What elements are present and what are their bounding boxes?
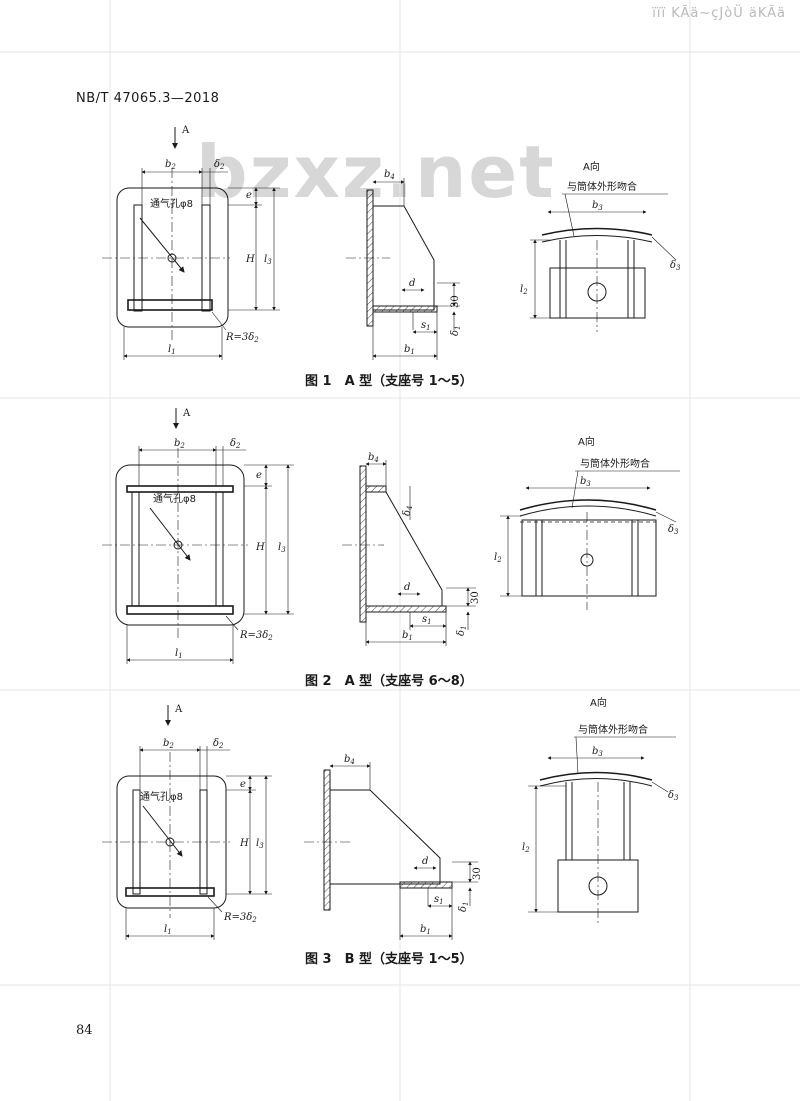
svg-text:e: e xyxy=(246,190,252,201)
svg-text:b3: b3 xyxy=(592,200,603,212)
svg-text:b1: b1 xyxy=(420,924,431,936)
svg-text:b3: b3 xyxy=(580,476,591,488)
svg-text:b4: b4 xyxy=(368,452,379,464)
svg-text:b2: b2 xyxy=(165,159,176,171)
svg-text:A向: A向 xyxy=(590,696,607,709)
conform-note: 与筒体外形吻合 xyxy=(567,180,637,193)
figure-1-front-view: A 通气孔φ8 b2 δ2 xyxy=(102,125,280,360)
svg-text:通气孔φ8: 通气孔φ8 xyxy=(140,790,183,803)
svg-text:s1: s1 xyxy=(421,320,431,332)
header-garbled-text: ïïï KÃä~çJòÜ äKÃä xyxy=(652,6,786,21)
svg-text:δ3: δ3 xyxy=(668,790,679,802)
svg-text:s1: s1 xyxy=(434,894,444,906)
page-number: 84 xyxy=(76,1023,93,1038)
svg-text:l3: l3 xyxy=(256,838,264,850)
vent-hole-label: 通气孔φ8 xyxy=(150,197,193,210)
figure-3-side-view: b4 d 30 δ1 s1 b1 xyxy=(304,754,483,940)
svg-text:30: 30 xyxy=(450,295,461,308)
figure-1-side-view: b4 d 30 δ1 s1 b1 xyxy=(346,169,462,360)
figure-1-caption: 图 1 A 型（支座号 1～5） xyxy=(305,374,473,389)
svg-text:e: e xyxy=(240,779,246,790)
figure-2-a-view: A向 与筒体外形吻合 b3 δ3 xyxy=(494,435,680,610)
svg-text:与筒体外形吻合: 与筒体外形吻合 xyxy=(578,723,648,736)
figure-3-caption: 图 3 B 型（支座号 1～5） xyxy=(305,952,473,967)
svg-text:b3: b3 xyxy=(592,746,603,758)
svg-text:d: d xyxy=(404,582,410,593)
svg-text:b2: b2 xyxy=(163,738,174,750)
figure-1-a-view: A向 与筒体外形吻合 b3 δ3 l2 xyxy=(520,160,681,332)
svg-text:R=3δ2: R=3δ2 xyxy=(239,630,273,642)
svg-text:δ2: δ2 xyxy=(213,738,224,750)
svg-text:d: d xyxy=(422,856,428,867)
figure-2-caption: 图 2 A 型（支座号 6～8） xyxy=(305,674,473,689)
svg-text:H: H xyxy=(239,838,249,849)
svg-text:30: 30 xyxy=(470,591,481,604)
figure-3-a-view: A向 与筒体外形吻合 b3 δ3 l2 xyxy=(522,696,679,926)
svg-text:δ1: δ1 xyxy=(456,626,468,637)
svg-text:e: e xyxy=(256,470,262,481)
svg-text:l1: l1 xyxy=(164,924,172,936)
view-direction-label: A向 xyxy=(583,160,600,173)
svg-text:l3: l3 xyxy=(278,542,286,554)
svg-text:δ4: δ4 xyxy=(402,506,414,517)
svg-text:A向: A向 xyxy=(578,435,595,448)
figure-2-side-view: b4 δ4 d 30 δ1 s1 b1 xyxy=(342,452,481,646)
svg-text:δ3: δ3 xyxy=(670,260,681,272)
svg-text:通气孔φ8: 通气孔φ8 xyxy=(153,492,196,505)
view-arrow-label: A xyxy=(181,125,190,136)
svg-text:30: 30 xyxy=(472,867,483,880)
svg-text:l2: l2 xyxy=(494,552,502,564)
svg-text:δ2: δ2 xyxy=(214,159,225,171)
svg-text:H: H xyxy=(255,542,265,553)
svg-text:A: A xyxy=(174,704,183,715)
svg-text:与筒体外形吻合: 与筒体外形吻合 xyxy=(580,457,650,470)
svg-text:H: H xyxy=(245,254,255,265)
svg-text:b1: b1 xyxy=(402,630,413,642)
figure-3-front-view: A 通气孔φ8 b2 δ2 e xyxy=(102,704,272,940)
svg-text:b1: b1 xyxy=(404,344,415,356)
figure-2: A 通气孔φ8 b2 δ2 xyxy=(102,408,680,664)
svg-text:R=3δ2: R=3δ2 xyxy=(223,912,257,924)
svg-text:δ1: δ1 xyxy=(450,326,462,337)
figure-3: A 通气孔φ8 b2 δ2 e xyxy=(102,696,679,940)
svg-text:l2: l2 xyxy=(522,842,530,854)
figure-2-front-view: A 通气孔φ8 b2 δ2 xyxy=(102,408,294,664)
svg-text:b4: b4 xyxy=(344,754,355,766)
svg-text:δ3: δ3 xyxy=(668,524,679,536)
svg-text:δ1: δ1 xyxy=(458,902,470,913)
svg-text:l3: l3 xyxy=(264,254,272,266)
svg-text:d: d xyxy=(409,278,415,289)
svg-text:l2: l2 xyxy=(520,284,528,296)
svg-text:A: A xyxy=(182,408,191,419)
svg-text:δ2: δ2 xyxy=(230,438,241,450)
svg-text:b4: b4 xyxy=(384,169,395,181)
svg-text:l1: l1 xyxy=(175,648,183,660)
figure-1: A 通气孔φ8 b2 δ2 xyxy=(102,125,681,360)
svg-text:b2: b2 xyxy=(174,438,185,450)
standard-code: NB/T 47065.3—2018 xyxy=(76,91,220,106)
svg-text:R=3δ2: R=3δ2 xyxy=(225,332,259,344)
svg-text:s1: s1 xyxy=(422,614,432,626)
svg-text:l1: l1 xyxy=(168,344,176,356)
